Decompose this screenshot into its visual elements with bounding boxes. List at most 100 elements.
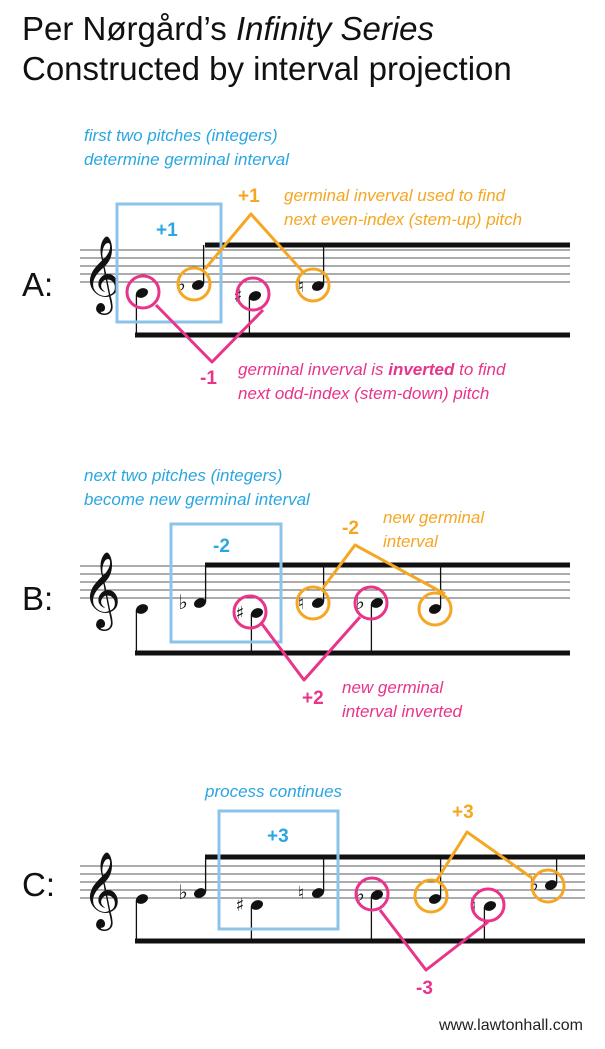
a-blue-note-1: first two pitches (integers) <box>84 126 278 145</box>
section-a-label: A: <box>22 266 54 303</box>
c-interval-orange: +3 <box>452 802 474 823</box>
c-note-4-notehead <box>311 888 325 898</box>
c-note-5-notehead <box>370 890 384 900</box>
section-b-label: B: <box>22 580 54 617</box>
a-note-1-notehead <box>135 288 149 298</box>
c-note-1-notehead <box>135 894 149 904</box>
footer-url: www.lawtonhall.com <box>438 1017 583 1034</box>
b-note-1 <box>135 604 149 653</box>
a-pink-note-1: germinal inverval is inverted to find <box>238 358 505 382</box>
b-circle-pink-2 <box>353 585 389 621</box>
a-orange-connector <box>203 212 305 274</box>
title-italic: Infinity Series <box>235 10 435 47</box>
b-note-5-accidental-icon: ♭ <box>355 590 364 614</box>
b-note-5: ♭ <box>355 590 384 653</box>
a-note-4-notehead <box>311 281 325 291</box>
b-note-2: ♭ <box>178 565 207 614</box>
c-note-7-notehead <box>483 901 497 911</box>
b-orange-connector <box>321 543 446 596</box>
a-blue-note-2: determine germinal interval <box>84 150 290 169</box>
c-note-5: ♭ <box>355 882 384 941</box>
c-beam-bottom <box>135 938 585 944</box>
title-text: Per Nørgård’s <box>22 10 236 47</box>
b-note-6-notehead <box>428 604 442 614</box>
c-beam-top <box>205 854 585 860</box>
c-note-1 <box>135 894 149 941</box>
a-beam-bottom <box>135 332 570 338</box>
a-orange-note-2: next even-index (stem-up) pitch <box>284 210 523 229</box>
b-interval-pink: +2 <box>302 688 324 709</box>
page-title: Per Nørgård’s Infinity Series <box>22 10 434 48</box>
a-circle-orange-2 <box>295 267 331 303</box>
c-note-6 <box>428 857 442 904</box>
c-note-8-accidental-icon: ♭ <box>529 872 538 896</box>
c-note-3-accidental-icon: ♯ <box>236 895 245 916</box>
c-note-4-accidental-icon: ♮ <box>298 883 304 904</box>
a-germinal-box <box>115 202 223 324</box>
section-c-label: C: <box>22 866 55 903</box>
a-circle-pink-2 <box>235 276 271 312</box>
b-note-4-notehead <box>311 598 325 608</box>
c-note-2-accidental-icon: ♭ <box>178 880 187 904</box>
b-orange-note-2: interval <box>383 532 438 551</box>
b-interval-orange: -2 <box>342 518 359 539</box>
b-note-2-notehead <box>193 598 207 608</box>
a-treble-clef-icon: 𝄞 <box>82 235 121 315</box>
a-circle-orange-1 <box>176 266 212 302</box>
a-note-2-accidental-icon: ♭ <box>176 272 185 296</box>
c-note-2-notehead <box>193 888 207 898</box>
c-interval-pink: -3 <box>416 978 433 999</box>
c-circle-orange-2 <box>530 868 566 904</box>
b-note-4: ♮ <box>298 565 325 614</box>
b-note-4-accidental-icon: ♮ <box>298 593 304 614</box>
a-interval-blue: +1 <box>156 220 178 241</box>
c-note-5-accidental-icon: ♭ <box>355 882 364 906</box>
a-note-4: ♮ <box>298 245 325 297</box>
b-note-3-notehead <box>250 608 264 618</box>
b-note-6 <box>428 565 442 614</box>
b-circle-orange-2 <box>417 591 453 627</box>
c-interval-blue: +3 <box>267 826 289 847</box>
a-pink-connector <box>154 303 265 364</box>
c-note-2: ♭ <box>178 857 207 904</box>
c-note-3: ♯ <box>236 895 264 941</box>
c-blue-note-1: process continues <box>205 782 343 801</box>
a-interval-pink: -1 <box>200 368 217 389</box>
b-note-1-notehead <box>135 604 149 614</box>
a-interval-orange: +1 <box>238 186 260 207</box>
a-pink-note-pre: germinal inverval is <box>238 360 389 379</box>
c-germinal-box <box>217 809 340 931</box>
b-pink-note-1: new germinal <box>342 678 444 697</box>
c-orange-connector <box>435 830 533 881</box>
b-blue-note-2: become new germinal interval <box>84 490 310 509</box>
b-treble-clef-icon: 𝄞 <box>82 551 121 631</box>
a-pink-note-2: next odd-index (stem-down) pitch <box>238 384 490 403</box>
b-note-3-accidental-icon: ♯ <box>236 603 245 624</box>
b-blue-note-1: next two pitches (integers) <box>84 466 283 485</box>
b-circle-orange-1 <box>295 585 331 621</box>
b-pink-connector <box>260 616 362 682</box>
a-pink-note-post: to find <box>454 360 506 379</box>
a-pink-note-bold: inverted <box>388 360 455 379</box>
a-beam-top <box>205 242 570 248</box>
b-beam-bottom <box>135 650 570 656</box>
b-germinal-box <box>169 522 283 644</box>
b-circle-pink-1 <box>232 594 268 630</box>
b-beam-top <box>205 562 570 568</box>
b-note-2-accidental-icon: ♭ <box>178 590 187 614</box>
c-circle-orange-1 <box>413 878 449 914</box>
b-note-3: ♯ <box>236 603 264 653</box>
c-circle-pink-2 <box>470 887 506 923</box>
c-note-6-notehead <box>428 894 442 904</box>
c-note-3-notehead <box>250 900 264 910</box>
c-note-8: ♭ <box>529 857 558 896</box>
c-pink-connector <box>378 909 489 972</box>
a-orange-note-1: germinal inverval used to find <box>284 186 506 205</box>
a-note-4-accidental-icon: ♮ <box>298 276 304 297</box>
b-orange-note-1: new germinal <box>383 508 485 527</box>
c-circle-pink-1 <box>354 876 390 912</box>
a-note-2-notehead <box>191 280 205 290</box>
a-circle-pink-1 <box>125 274 161 310</box>
a-note-3-notehead <box>248 291 262 301</box>
